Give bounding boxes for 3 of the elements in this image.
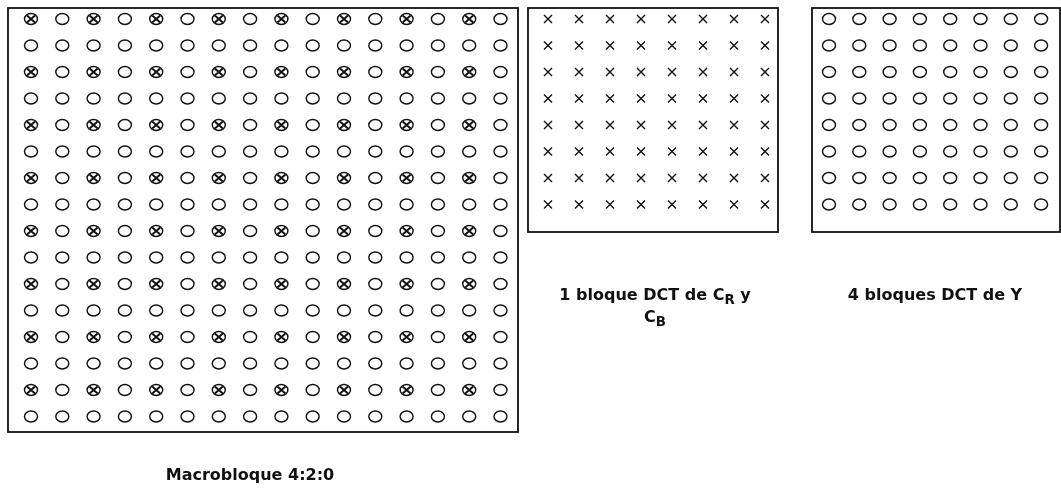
caption: 4 bloques DCT de Y bbox=[846, 286, 1024, 303]
caption: 1 bloque DCT de C$_{R}$ y C$_{B}$ bbox=[558, 286, 752, 331]
caption: Macrobloque 4:2:0 bbox=[164, 466, 336, 483]
